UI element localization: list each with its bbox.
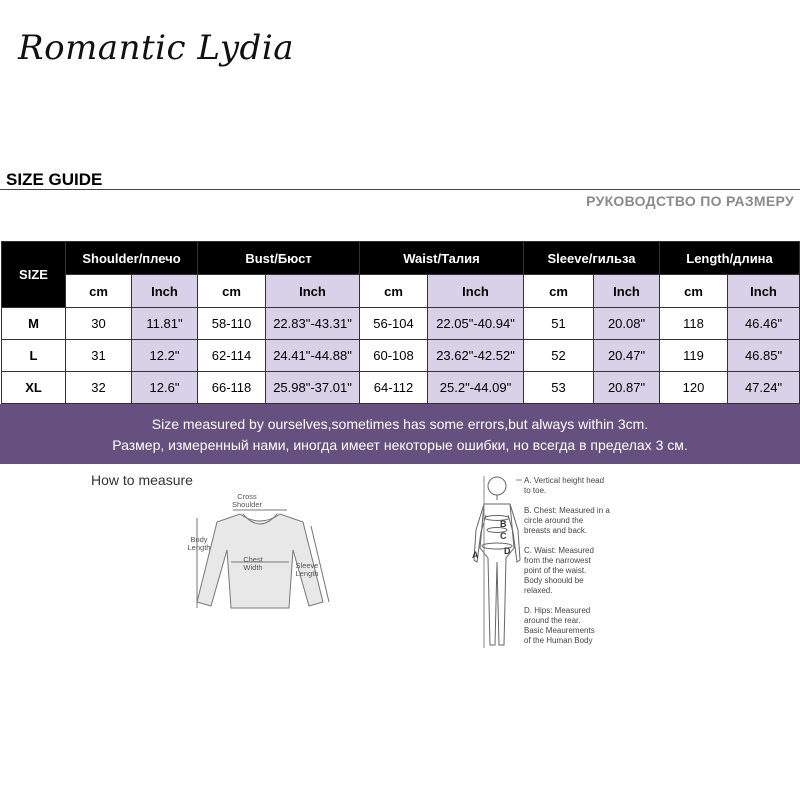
label-chest: Chest xyxy=(243,555,264,564)
cm-cell: 118 xyxy=(659,307,729,340)
figure-body xyxy=(479,495,515,646)
unit-cm: cm xyxy=(359,274,428,308)
label-sleeve-length: Length xyxy=(296,569,319,578)
label-body: Body xyxy=(190,535,207,544)
inch-cell: 12.2" xyxy=(131,339,198,372)
brand-logo: Romantic Lydia xyxy=(18,28,294,68)
cm-cell: 31 xyxy=(65,339,132,372)
figure-letter-d: D xyxy=(504,546,511,556)
inch-cell: 46.85" xyxy=(727,339,800,372)
header-shoulder: Shoulder/плечо xyxy=(65,241,198,275)
note-english: Size measured by ourselves,sometimes has… xyxy=(151,416,649,432)
header-sleeve: Sleeve/гильза xyxy=(523,241,661,275)
size-guide-rule xyxy=(0,189,800,190)
human-body-diagram: A B C D xyxy=(472,476,522,648)
sweater-diagram: Cross Shoulder Body Length Chest Width S… xyxy=(188,492,330,609)
inch-cell: 20.08" xyxy=(593,307,661,340)
size-table: SIZE Shoulder/плечо Bust/Бюст Waist/Тали… xyxy=(1,241,800,404)
cm-cell: 62-114 xyxy=(197,339,266,372)
unit-inch: Inch xyxy=(426,274,525,308)
size-label: L xyxy=(1,339,66,372)
inch-cell: 24.41"-44.88" xyxy=(265,339,360,372)
unit-inch: Inch xyxy=(727,274,800,308)
inch-cell: 11.81" xyxy=(131,307,198,340)
inch-cell: 20.87" xyxy=(593,371,661,404)
header-waist: Waist/Талия xyxy=(358,241,525,275)
unit-inch: Inch xyxy=(131,274,198,308)
size-header: SIZE xyxy=(1,241,66,308)
cm-cell: 32 xyxy=(65,371,132,404)
figure-right-arm xyxy=(507,503,521,563)
inch-cell: 46.46" xyxy=(727,307,800,340)
how-to-measure-section: How to measure Cross Shoulder Body Lengt… xyxy=(0,464,800,800)
inch-cell: 22.83"-43.31" xyxy=(265,307,360,340)
cm-cell: 52 xyxy=(523,339,595,372)
inch-cell: 25.98"-37.01" xyxy=(265,371,360,404)
table-header-row: SIZE Shoulder/плечо Bust/Бюст Waist/Тали… xyxy=(1,241,800,308)
inch-cell: 20.47" xyxy=(593,339,661,372)
unit-cm: cm xyxy=(197,274,266,308)
header-bust: Bust/Бюст xyxy=(197,241,360,275)
figure-letter-b: B xyxy=(500,519,507,529)
cm-cell: 51 xyxy=(523,307,595,340)
measurement-note-banner: Size measured by ourselves,sometimes has… xyxy=(0,404,800,464)
header-length: Length/длина xyxy=(659,241,800,275)
cm-cell: 53 xyxy=(523,371,595,404)
unit-cm: cm xyxy=(523,274,595,308)
figure-head xyxy=(487,476,507,496)
sweater-neckline xyxy=(242,513,278,525)
note-russian: Размер, измеренный нами, иногда имеет не… xyxy=(112,437,688,453)
unit-cm: cm xyxy=(65,274,132,308)
sleeve-length-line xyxy=(310,525,330,603)
label-length: Length xyxy=(188,543,211,552)
inch-cell: 47.24" xyxy=(727,371,800,404)
unit-cm: cm xyxy=(659,274,729,308)
label-width: Width xyxy=(243,563,262,572)
unit-inch: Inch xyxy=(593,274,661,308)
inch-cell: 23.62"-42.52" xyxy=(426,339,525,372)
unit-inch: Inch xyxy=(265,274,360,308)
size-guide-subtitle: РУКОВОДСТВО ПО РАЗМЕРУ xyxy=(586,193,794,209)
cm-cell: 119 xyxy=(659,339,729,372)
size-label: XL xyxy=(1,371,66,404)
how-to-measure-title: How to measure xyxy=(91,472,193,488)
cm-cell: 56-104 xyxy=(359,307,428,340)
cm-cell: 64-112 xyxy=(359,371,428,404)
figure-letter-a: A xyxy=(472,550,479,560)
cm-cell: 58-110 xyxy=(197,307,266,340)
label-cross: Cross xyxy=(237,492,257,501)
waist-measure xyxy=(486,527,508,533)
inch-cell: 22.05"-40.94" xyxy=(426,307,525,340)
table-unit-row: cm Inch cm Inch cm Inch cm Inch cm Inch xyxy=(2,274,800,308)
cm-cell: 60-108 xyxy=(359,339,428,372)
cm-cell: 66-118 xyxy=(197,371,266,404)
figure-letter-c: C xyxy=(500,531,507,541)
cm-cell: 120 xyxy=(659,371,729,404)
figure-left-arm xyxy=(473,503,487,563)
inch-cell: 12.6" xyxy=(131,371,198,404)
label-shoulder: Shoulder xyxy=(232,500,263,509)
size-guide-title: SIZE GUIDE xyxy=(6,170,103,189)
hip-measure xyxy=(481,542,513,550)
inch-cell: 25.2"-44.09" xyxy=(426,371,525,404)
label-sleeve: Sleeve xyxy=(296,561,319,570)
chest-measure xyxy=(484,515,510,521)
sweater-outline xyxy=(196,513,324,609)
size-label: M xyxy=(1,307,66,340)
cm-cell: 30 xyxy=(65,307,132,340)
